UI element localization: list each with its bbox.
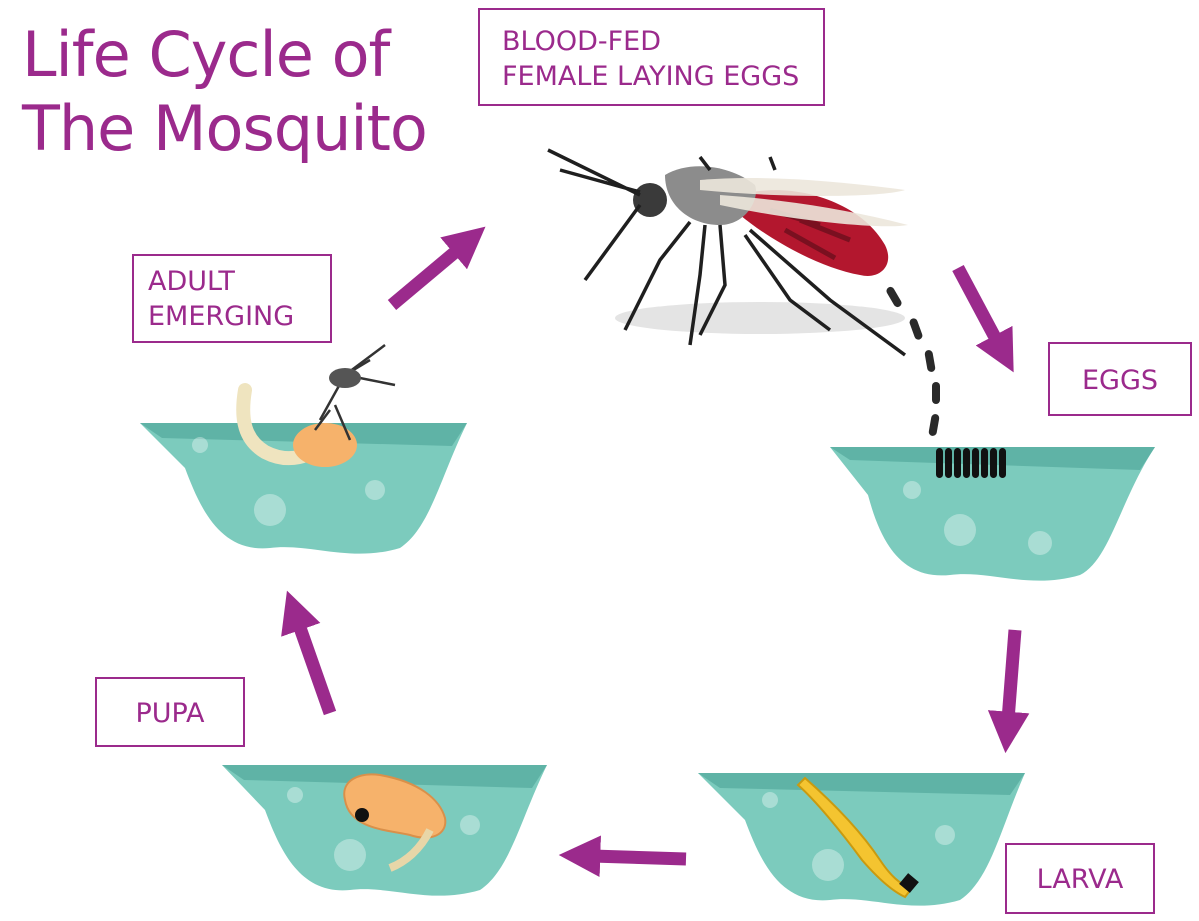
adult-line-2: EMERGING (148, 301, 295, 332)
larva-text: LARVA (1036, 864, 1124, 895)
arrow-eggs-to-larva (987, 629, 1030, 754)
stage-label-blood-fed-female: BLOOD-FED FEMALE LAYING EGGS (478, 8, 825, 106)
water-pupa (222, 765, 547, 896)
egg-raft (936, 448, 1006, 478)
blood-fed-line-2: FEMALE LAYING EGGS (502, 61, 800, 92)
blood-fed-line-1: BLOOD-FED (502, 26, 662, 57)
water-eggs (830, 447, 1155, 581)
stage-label-eggs: EGGS (1048, 342, 1192, 416)
water-adult-emerging (140, 344, 467, 554)
blood-fed-female-mosquito (547, 148, 940, 436)
title-line-2: The Mosquito (22, 92, 428, 165)
water-larva (698, 773, 1025, 906)
title-line-1: Life Cycle of (22, 18, 390, 91)
arrow-adult-to-female (387, 226, 486, 310)
cycle-arrows (281, 226, 1030, 878)
eggs-text: EGGS (1081, 365, 1159, 396)
arrow-female-to-eggs (952, 264, 1014, 373)
stage-label-larva: LARVA (1005, 843, 1155, 914)
arrow-larva-to-pupa (558, 835, 687, 878)
adult-line-1: ADULT (148, 266, 235, 297)
falling-eggs (886, 286, 940, 436)
stage-label-adult-emerging: ADULT EMERGING (132, 254, 332, 343)
diagram-title: Life Cycle of The Mosquito (22, 18, 428, 166)
pupa-text: PUPA (135, 698, 205, 729)
arrow-pupa-to-adult (281, 590, 337, 716)
stage-label-pupa: PUPA (95, 677, 245, 747)
